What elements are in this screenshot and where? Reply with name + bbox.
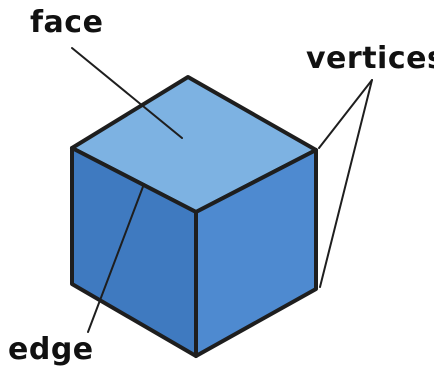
edge-label: edge [8, 332, 94, 367]
pointer-lines [71, 47, 373, 333]
edge-pointer-line [87, 183, 145, 333]
face-label: face [30, 5, 104, 40]
vertices-pointer-line-bottom [319, 79, 373, 288]
cube [70, 75, 318, 358]
face-pointer-line [71, 47, 183, 139]
vertices-pointer-line-top [318, 79, 373, 149]
cube-right-face [194, 148, 318, 358]
vertices-label: vertices [306, 41, 434, 76]
